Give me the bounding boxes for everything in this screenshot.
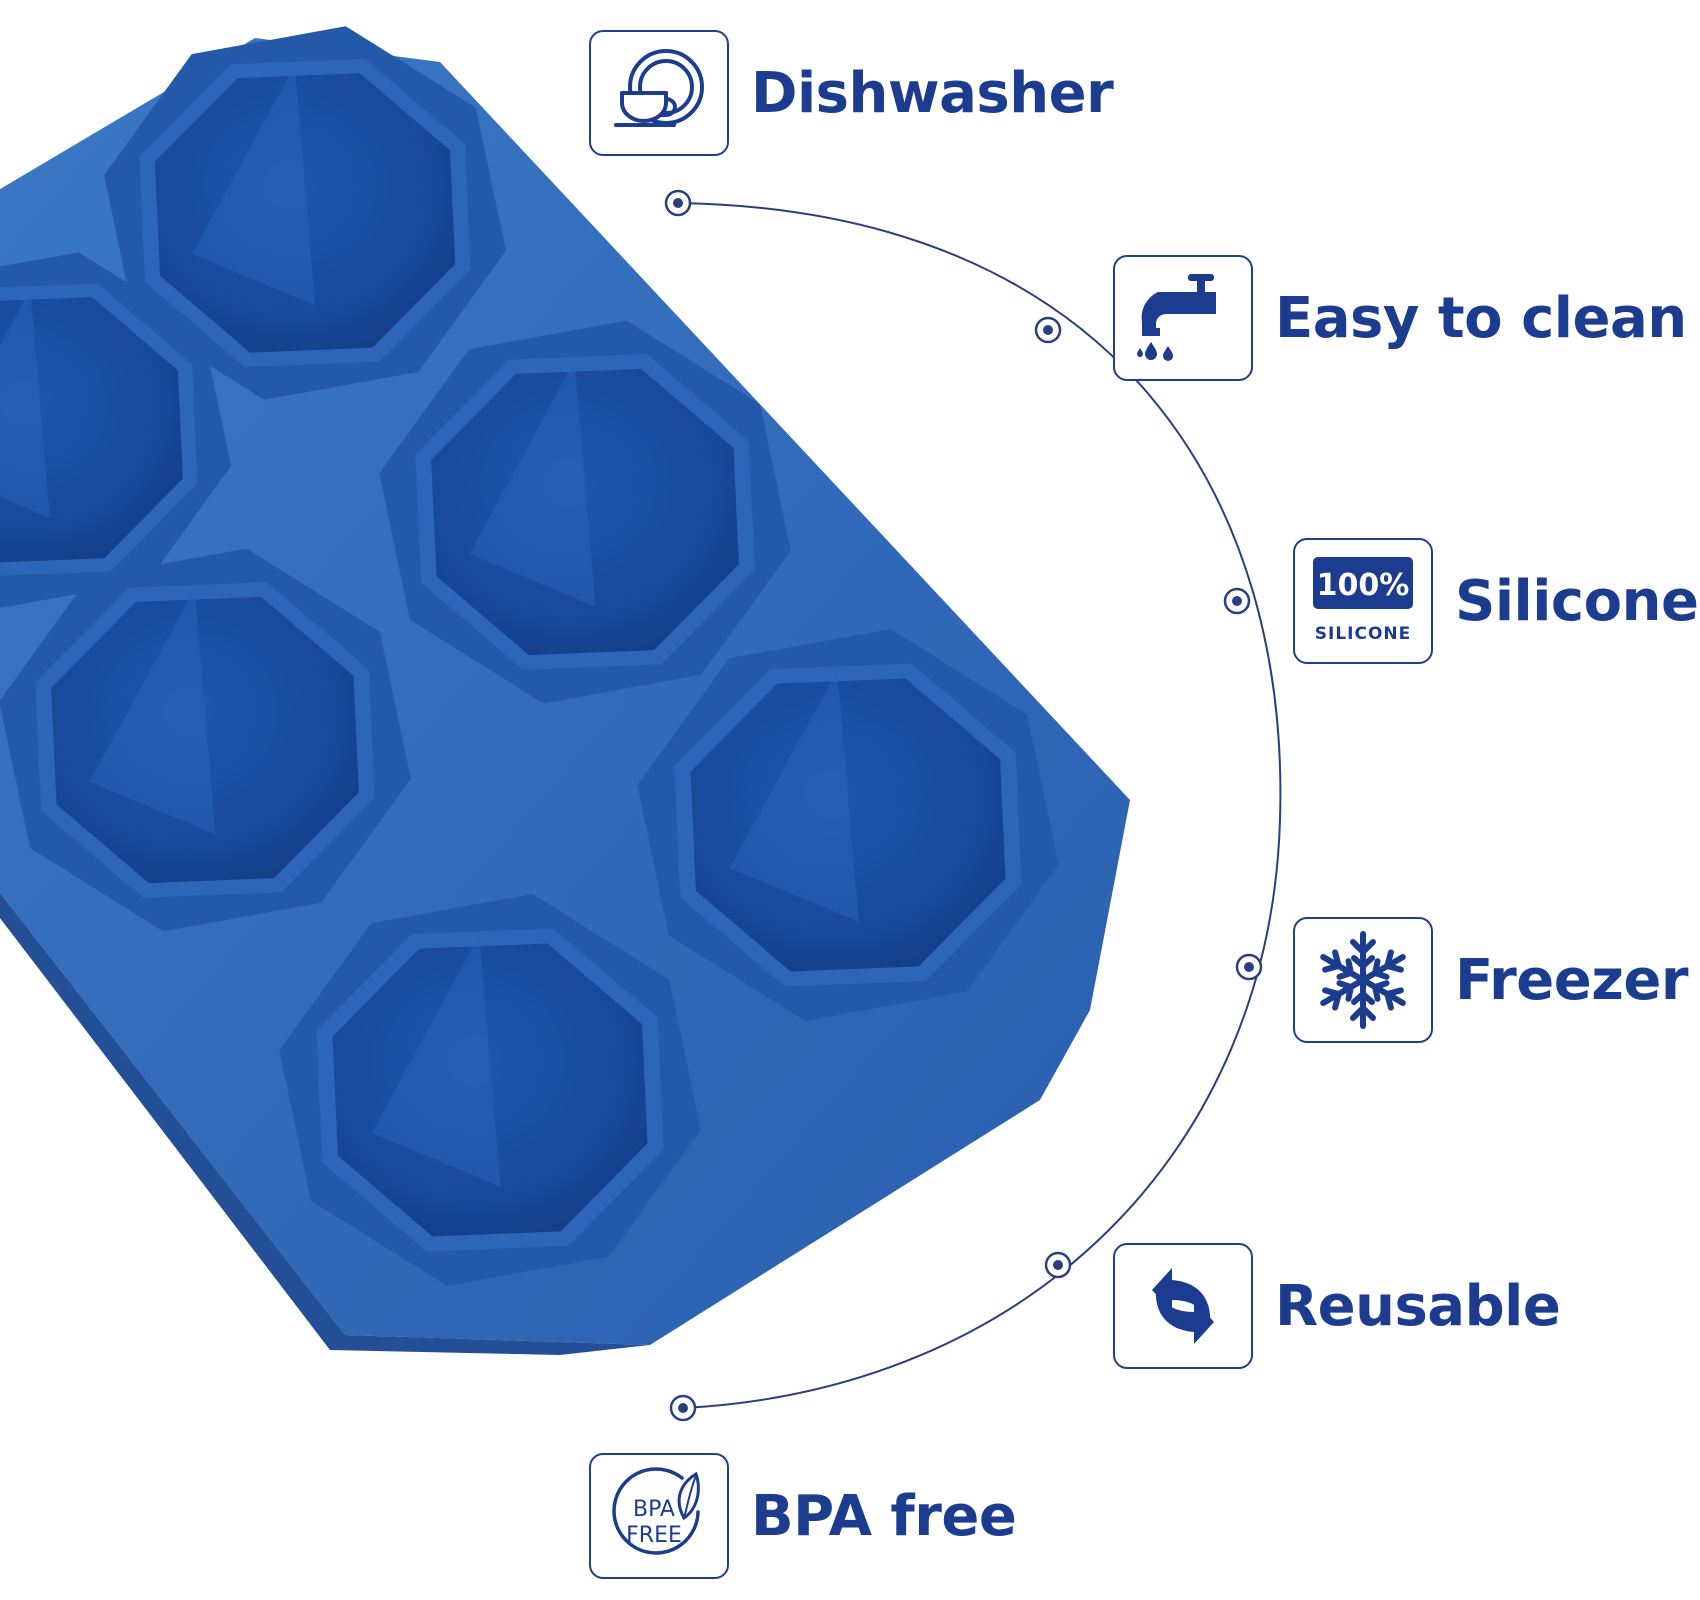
connector-arc-line — [677, 202, 1282, 1409]
feature-bpa-free-label: BPA free — [751, 1483, 1017, 1549]
connector-node-center — [1232, 596, 1242, 606]
feature-reusable: Reusable — [1113, 1243, 1561, 1369]
bpa-free-leaf-icon: BPA FREE — [589, 1453, 729, 1579]
feature-easy-to-clean: Easy to clean — [1113, 255, 1687, 381]
tray-cavities — [0, 26, 1059, 1286]
feature-silicone-label: Silicone — [1455, 568, 1699, 634]
bpa-badge-line1: BPA — [633, 1497, 675, 1522]
connector-node-center — [673, 198, 683, 208]
tray-cavity-facet — [0, 289, 50, 518]
faucet-icon — [1113, 255, 1253, 381]
tray-cavity-facet — [192, 65, 316, 306]
silicone-badge-top-text: 100% — [1317, 568, 1410, 603]
connector-node-center — [1053, 1260, 1063, 1270]
tray-cavity-facet — [371, 935, 501, 1187]
connector-node-center — [1244, 962, 1254, 972]
feature-bpa-free: BPA FREE BPA free — [589, 1453, 1017, 1579]
connector-node-center — [678, 1403, 688, 1413]
tray-cavity-facet — [729, 670, 859, 922]
silicone-badge-bottom-text: SILICONE — [1315, 624, 1412, 644]
feature-reusable-label: Reusable — [1275, 1273, 1561, 1339]
feature-silicone: 100% SILICONE Silicone — [1293, 538, 1699, 664]
hexagon-ice-tray-image — [0, 26, 1130, 1355]
tray-cavity-facet — [89, 588, 216, 835]
silicone-badge-icon: 100% SILICONE — [1293, 538, 1433, 664]
bpa-badge-line2: FREE — [626, 1523, 682, 1548]
feature-freezer: Freezer — [1293, 917, 1688, 1043]
tray-cavity-facet — [469, 360, 596, 607]
feature-freezer-label: Freezer — [1455, 947, 1688, 1013]
recycle-arrows-icon — [1113, 1243, 1253, 1369]
snowflake-icon — [1293, 917, 1433, 1043]
connector-node-center — [1043, 325, 1053, 335]
feature-easy-to-clean-label: Easy to clean — [1275, 285, 1687, 351]
feature-dishwasher-label: Dishwasher — [751, 60, 1114, 126]
feature-dishwasher: Dishwasher — [589, 30, 1114, 156]
connector-arc — [664, 189, 1282, 1422]
dishwasher-dishes-icon — [589, 30, 729, 156]
